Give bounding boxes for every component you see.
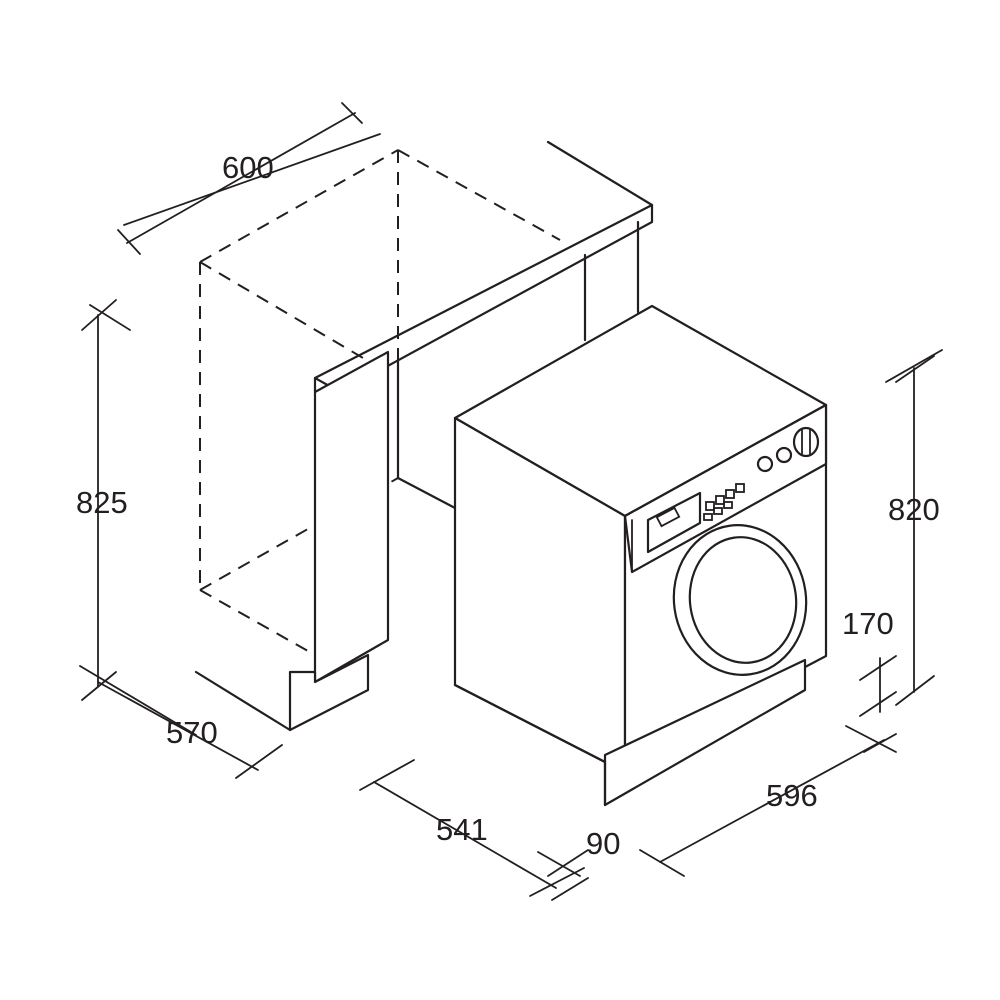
button-icon	[725, 489, 735, 499]
dimension-lines	[79, 102, 943, 901]
button-icon	[715, 495, 725, 505]
display-screen-icon	[655, 506, 681, 528]
label-plinth-height: 170	[842, 606, 894, 641]
button-icon	[703, 513, 713, 521]
button-icon	[713, 507, 723, 515]
washing-machine	[453, 304, 828, 807]
label-cabinet-height: 825	[76, 485, 128, 520]
label-cabinet-depth: 570	[166, 715, 218, 750]
label-machine-height: 820	[888, 492, 940, 527]
button-icon	[735, 483, 745, 493]
small-knob-icon	[756, 455, 774, 473]
button-icon	[705, 501, 715, 511]
dimension-labels: 600 825 570 820 170 541 90 596	[76, 150, 940, 861]
label-machine-width: 596	[766, 778, 818, 813]
display-window	[646, 491, 702, 554]
label-machine-depth: 541	[436, 812, 488, 847]
program-buttons	[703, 483, 745, 521]
niche-outline	[199, 149, 561, 656]
small-knob-icon	[775, 446, 793, 464]
worktop	[313, 140, 654, 394]
door-glass	[688, 536, 798, 664]
program-dial-icon	[792, 426, 820, 458]
label-door-depth: 90	[586, 826, 620, 861]
label-cabinet-width: 600	[222, 150, 274, 185]
side-cabinet-panel	[194, 350, 457, 732]
button-icon	[723, 501, 733, 509]
